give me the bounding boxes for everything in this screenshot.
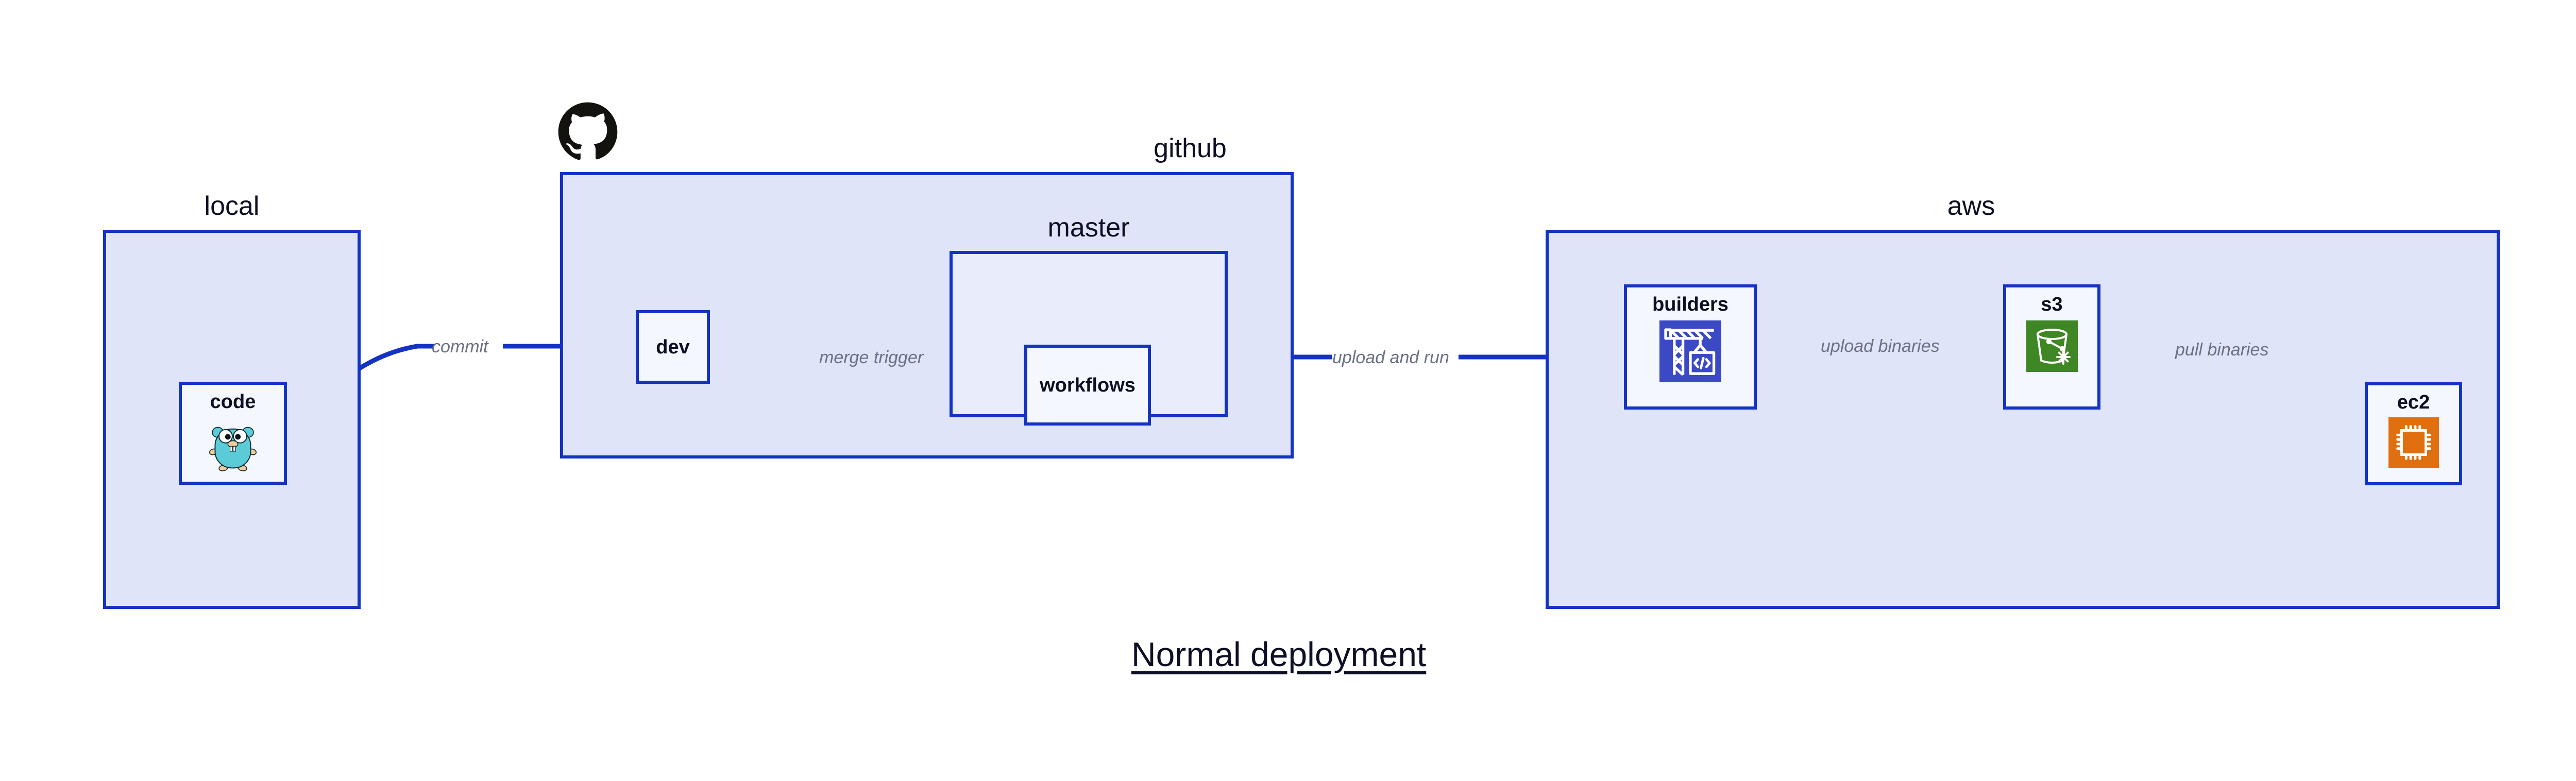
node-label-builders: builders <box>1652 294 1728 315</box>
crane-code-icon <box>1659 320 1721 385</box>
edge-label-pull-binaries: pull binaries <box>2175 340 2269 360</box>
edge-label-merge-trigger: merge trigger <box>819 348 924 367</box>
edge-label-upload-binaries: upload binaries <box>1821 336 1940 356</box>
s3-bucket-icon <box>2026 320 2078 375</box>
cpu-chip-icon <box>2388 417 2439 470</box>
node-label-ec2: ec2 <box>2397 392 2430 413</box>
node-label-workflows: workflows <box>1040 374 1136 396</box>
node-code[interactable]: code <box>179 382 287 485</box>
node-dev[interactable]: dev <box>636 310 710 384</box>
node-label-dev: dev <box>656 336 690 358</box>
group-label-aws: aws <box>1947 191 1995 221</box>
group-label-local: local <box>204 191 260 221</box>
node-label-code: code <box>210 391 256 413</box>
diagram-title: Normal deployment <box>1131 635 1427 673</box>
node-workflows[interactable]: workflows <box>1024 345 1151 426</box>
github-octocat-logo <box>556 100 619 166</box>
node-label-s3: s3 <box>2041 294 2063 315</box>
go-gopher-icon <box>205 417 261 475</box>
node-builders[interactable]: builders <box>1624 284 1757 410</box>
edge-label-upload-and-run: upload and run <box>1332 348 1449 367</box>
group-label-github: github <box>1154 133 1227 163</box>
edge-label-commit: commit <box>432 337 488 356</box>
group-label-master: master <box>1047 213 1130 243</box>
node-ec2[interactable]: ec2 <box>2365 382 2462 485</box>
node-s3[interactable]: s3 <box>2003 284 2100 410</box>
